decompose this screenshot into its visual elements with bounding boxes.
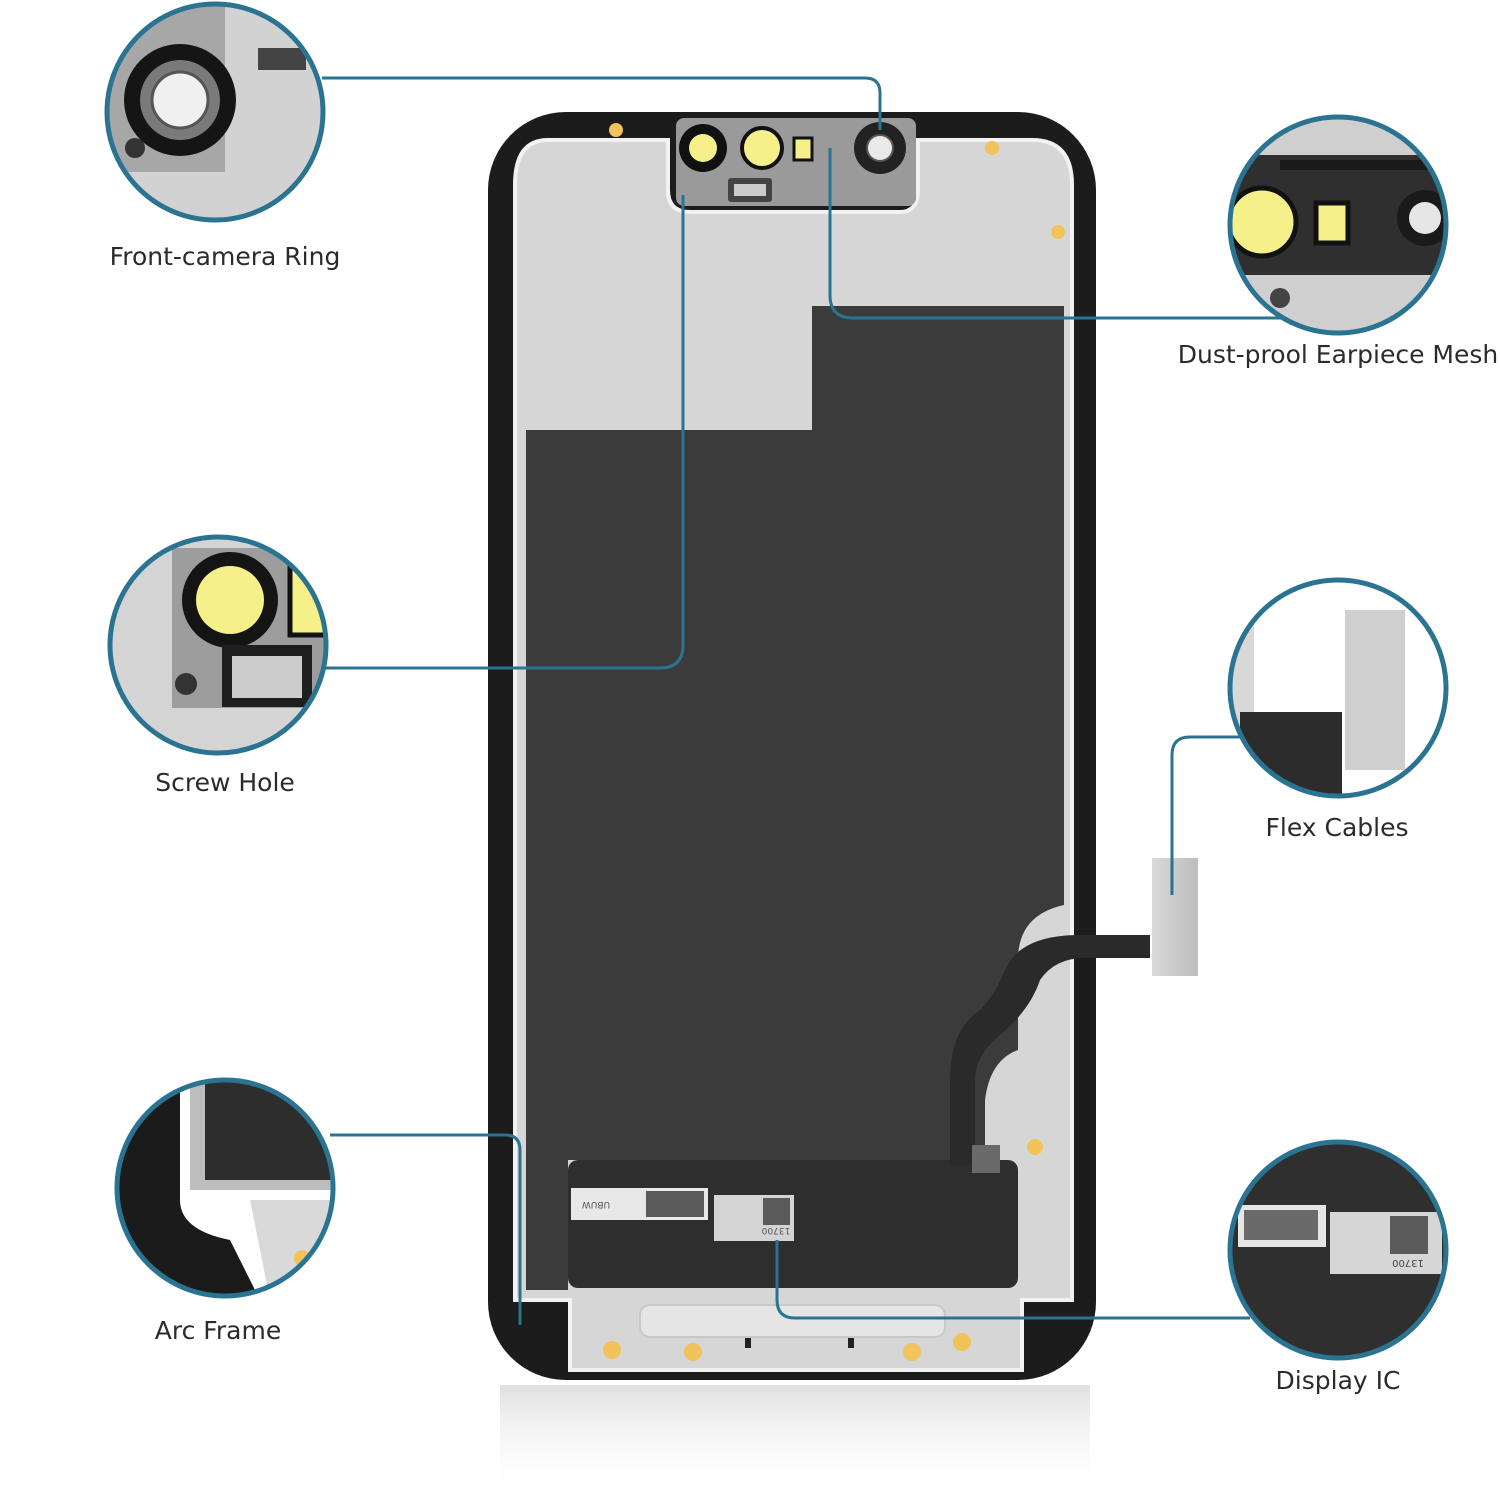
label-display-ic: Display IC <box>1275 1366 1401 1395</box>
qr-code <box>763 1198 790 1225</box>
sticker-text: UBUW <box>582 1199 610 1209</box>
leader-dust-mesh <box>828 148 1285 320</box>
leader-arc-frame <box>330 1133 522 1325</box>
gold-contact <box>1027 1139 1043 1155</box>
sticker-text: 13700 <box>761 1225 790 1235</box>
reflection <box>500 1385 1090 1500</box>
leader-front-camera <box>322 76 882 130</box>
flex-connector <box>1152 858 1198 976</box>
gold-contact <box>985 141 999 155</box>
label-front-camera-ring: Front-camera Ring <box>109 242 341 271</box>
zoom-dust-proof-earpiece-mesh <box>1227 114 1449 336</box>
qr-code <box>646 1191 704 1217</box>
gold-contact <box>953 1333 971 1351</box>
label-dust-proof-earpiece-mesh: Dust-prool Earpiece Mesh <box>1177 340 1499 369</box>
gold-contact <box>609 123 623 137</box>
gold-contact <box>603 1341 621 1359</box>
zoom-display-ic: 13700 <box>1227 1139 1449 1361</box>
zoom-front-camera-ring <box>104 1 326 223</box>
phone-screen-assembly: UBUW 13700 <box>488 112 1198 1500</box>
leader-flex-cables <box>1170 735 1240 895</box>
gold-contact <box>1051 225 1065 239</box>
label-flex-cables: Flex Cables <box>1265 813 1409 842</box>
display-panel <box>526 306 1064 1290</box>
qr-code <box>972 1145 1000 1173</box>
leader-lines <box>322 76 1285 1325</box>
zoom-screw-hole <box>107 534 329 756</box>
sensor-cluster <box>676 118 916 206</box>
gold-contact <box>903 1343 921 1361</box>
label-screw-hole: Screw Hole <box>155 768 295 797</box>
leader-display-ic <box>775 1240 1250 1320</box>
zoom-arc-frame <box>114 1077 336 1299</box>
leader-screw-hole <box>325 195 685 670</box>
flex-cable <box>950 935 1150 1165</box>
label-arc-frame: Arc Frame <box>154 1316 282 1345</box>
bottom-strip <box>639 1304 946 1338</box>
zoom-flex-cables <box>1227 577 1449 799</box>
gold-contact <box>684 1343 702 1361</box>
sticker-text: 13700 <box>1392 1257 1424 1268</box>
